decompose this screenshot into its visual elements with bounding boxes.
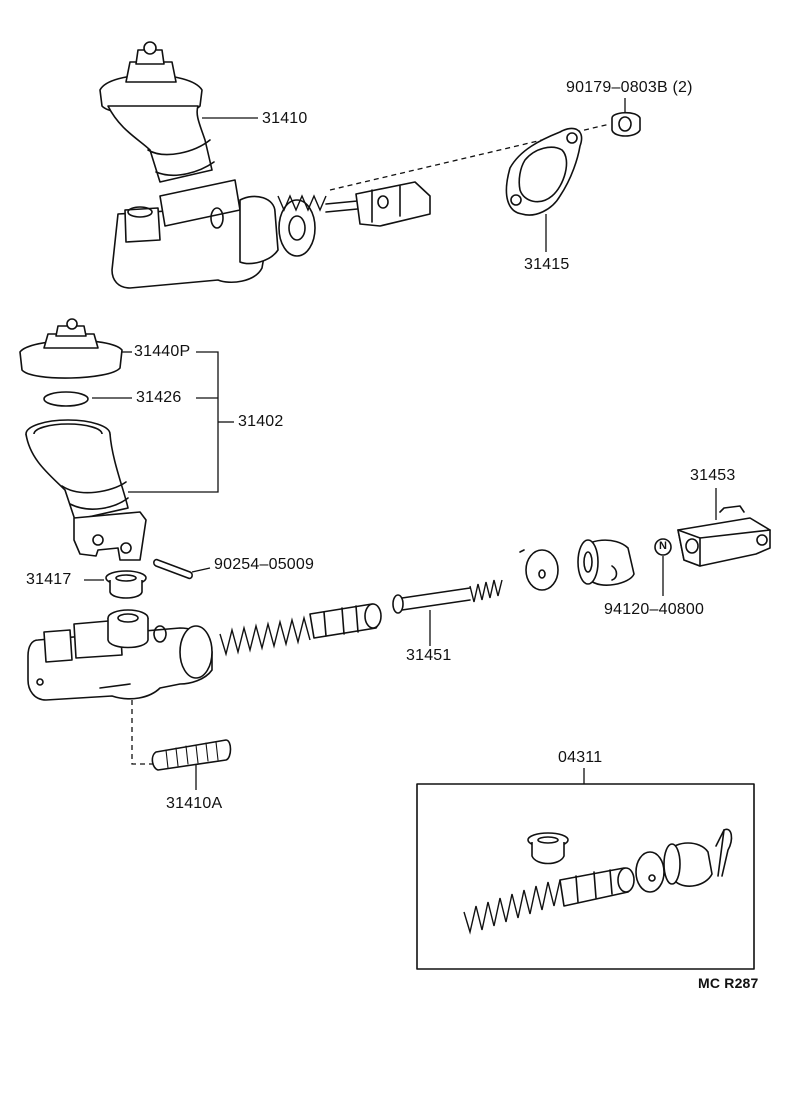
reference-code: MC R287	[698, 975, 759, 991]
kit-04311	[416, 768, 755, 970]
part-label-31402: 31402	[238, 413, 284, 430]
n-mark-label: N	[659, 540, 668, 552]
part-label-31410a: 31410A	[166, 795, 223, 812]
part-label-90254-05009: 90254–05009	[214, 556, 315, 573]
part-label-90179-0803b: 90179–0803B (2)	[566, 79, 693, 96]
nut-90179	[611, 111, 641, 137]
part-label-31451: 31451	[406, 647, 452, 664]
n-mark	[654, 538, 672, 596]
part-label-31426: 31426	[136, 389, 182, 406]
push-rod-31451	[392, 579, 503, 646]
grommet-31417	[105, 570, 147, 599]
part-label-94120-40800: 94120–40800	[604, 601, 705, 618]
part-label-04311: 04311	[558, 749, 603, 766]
part-label-31410: 31410	[262, 110, 308, 127]
stud-31410a	[131, 700, 232, 790]
cylinder-body	[27, 609, 213, 701]
master-cylinder-assembly	[99, 41, 611, 289]
part-label-31415: 31415	[524, 256, 570, 273]
part-label-31417: 31417	[26, 571, 72, 588]
clevis-31453	[677, 488, 771, 567]
reservoir-31402	[25, 419, 147, 561]
pin-90254	[153, 558, 193, 580]
seal-ring-31426	[43, 391, 89, 407]
spring-and-piston	[219, 603, 382, 657]
part-label-31440p: 31440P	[134, 343, 191, 360]
boot	[577, 539, 635, 586]
gasket-31415	[505, 127, 583, 216]
reservoir-cap-31440p	[19, 318, 123, 379]
part-label-31453: 31453	[690, 467, 736, 484]
washer	[519, 549, 559, 591]
